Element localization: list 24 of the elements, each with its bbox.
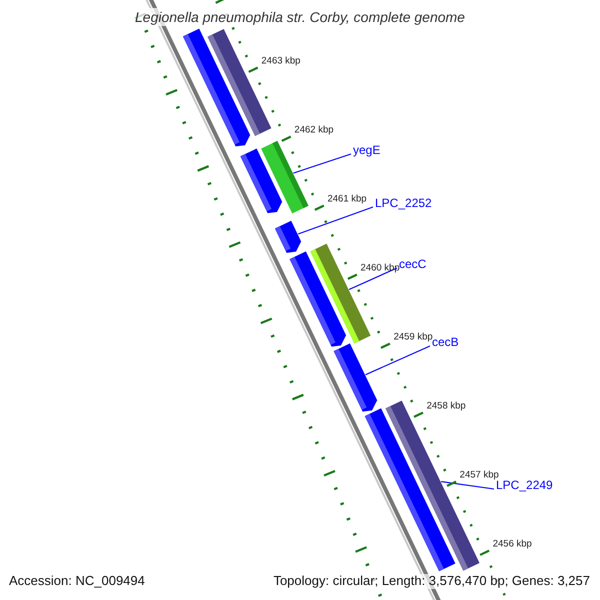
- gene-label: cecC: [399, 258, 426, 272]
- leader-line: [348, 268, 398, 290]
- gene-feature: [334, 343, 378, 412]
- leader-line: [298, 206, 374, 235]
- scale-label: 2460 kbp: [360, 263, 400, 274]
- scale-label: 2462 kbp: [294, 125, 334, 136]
- scale-label: 2459 kbp: [394, 332, 433, 342]
- scale-label: 2461 kbp: [327, 194, 367, 206]
- scale-label: 2457 kbp: [460, 470, 499, 480]
- leader-line: [293, 153, 352, 174]
- scale-label: 2463 kbp: [261, 56, 300, 68]
- accession-text: Accession: NC_009494: [9, 574, 145, 589]
- gene-label: cecB: [432, 336, 459, 350]
- leader-line: [365, 346, 430, 376]
- gene-label: LPC_2249: [496, 479, 553, 493]
- scale-label: 2456 kbp: [492, 539, 532, 550]
- gene-feature: [240, 148, 282, 214]
- gene-feature: [274, 220, 302, 253]
- gene-label: LPC_2252: [375, 197, 432, 211]
- genome-info-text: Topology: circular; Length: 3,576,470 bp; Genes: 3,257: [273, 574, 590, 589]
- gene-feature: [290, 251, 346, 347]
- gene-label: yegE: [353, 144, 380, 158]
- leader-line: [441, 481, 494, 490]
- scale-label: 2458 kbp: [426, 401, 466, 412]
